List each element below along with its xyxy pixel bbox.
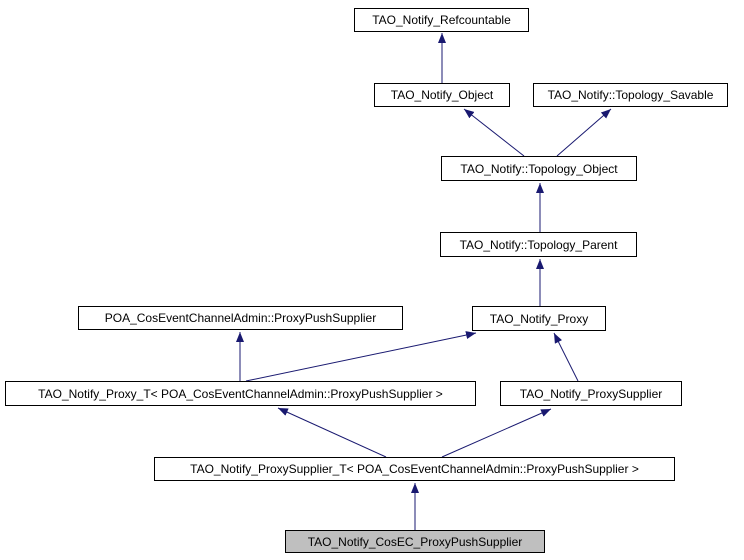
class-node-label-cosec-proxypushsupplier: TAO_Notify_CosEC_ProxyPushSupplier — [307, 534, 523, 549]
class-node-topology-parent[interactable]: TAO_Notify::Topology_Parent — [440, 232, 637, 257]
inheritance-arrow-proxysupplier-t-to-proxysupplier — [441, 408, 552, 458]
class-node-proxysupplier[interactable]: TAO_Notify_ProxySupplier — [500, 381, 682, 406]
class-node-label-poa-proxypushsupplier: POA_CosEventChannelAdmin::ProxyPushSuppl… — [104, 311, 377, 325]
class-node-proxysupplier-t[interactable]: TAO_Notify_ProxySupplier_T< POA_CosEvent… — [154, 457, 675, 481]
class-node-notify-object[interactable]: TAO_Notify_Object — [374, 83, 510, 107]
class-node-label-proxysupplier: TAO_Notify_ProxySupplier — [519, 386, 663, 401]
inheritance-arrow-proxysupplier-to-proxy — [553, 332, 579, 382]
class-node-proxy[interactable]: TAO_Notify_Proxy — [472, 306, 606, 331]
class-node-label-proxy-t: TAO_Notify_Proxy_T< POA_CosEventChannelA… — [38, 386, 443, 401]
class-node-label-topology-object: TAO_Notify::Topology_Object — [460, 161, 618, 176]
class-node-refcountable[interactable]: TAO_Notify_Refcountable — [354, 8, 529, 32]
class-node-label-topology-parent: TAO_Notify::Topology_Parent — [459, 237, 618, 252]
class-node-label-proxysupplier-t: TAO_Notify_ProxySupplier_T< POA_CosEvent… — [190, 462, 639, 476]
class-node-topology-savable[interactable]: TAO_Notify::Topology_Savable — [533, 83, 728, 107]
class-node-label-topology-savable: TAO_Notify::Topology_Savable — [547, 88, 714, 102]
inheritance-arrow-proxysupplier-t-to-proxy-t — [277, 407, 387, 458]
inheritance-arrow-topology-object-to-notify-object — [463, 108, 525, 157]
class-node-cosec-proxypushsupplier: TAO_Notify_CosEC_ProxyPushSupplier — [285, 530, 545, 553]
inheritance-arrow-topology-object-to-topology-savable — [556, 108, 612, 157]
class-node-label-notify-object: TAO_Notify_Object — [390, 88, 494, 102]
class-node-proxy-t[interactable]: TAO_Notify_Proxy_T< POA_CosEventChannelA… — [5, 381, 476, 406]
class-node-topology-object[interactable]: TAO_Notify::Topology_Object — [441, 156, 637, 181]
class-node-label-proxy: TAO_Notify_Proxy — [489, 311, 589, 326]
inheritance-arrow-proxy-t-to-proxy — [245, 331, 477, 382]
class-node-label-refcountable: TAO_Notify_Refcountable — [372, 13, 511, 27]
class-node-poa-proxypushsupplier[interactable]: POA_CosEventChannelAdmin::ProxyPushSuppl… — [78, 306, 403, 330]
